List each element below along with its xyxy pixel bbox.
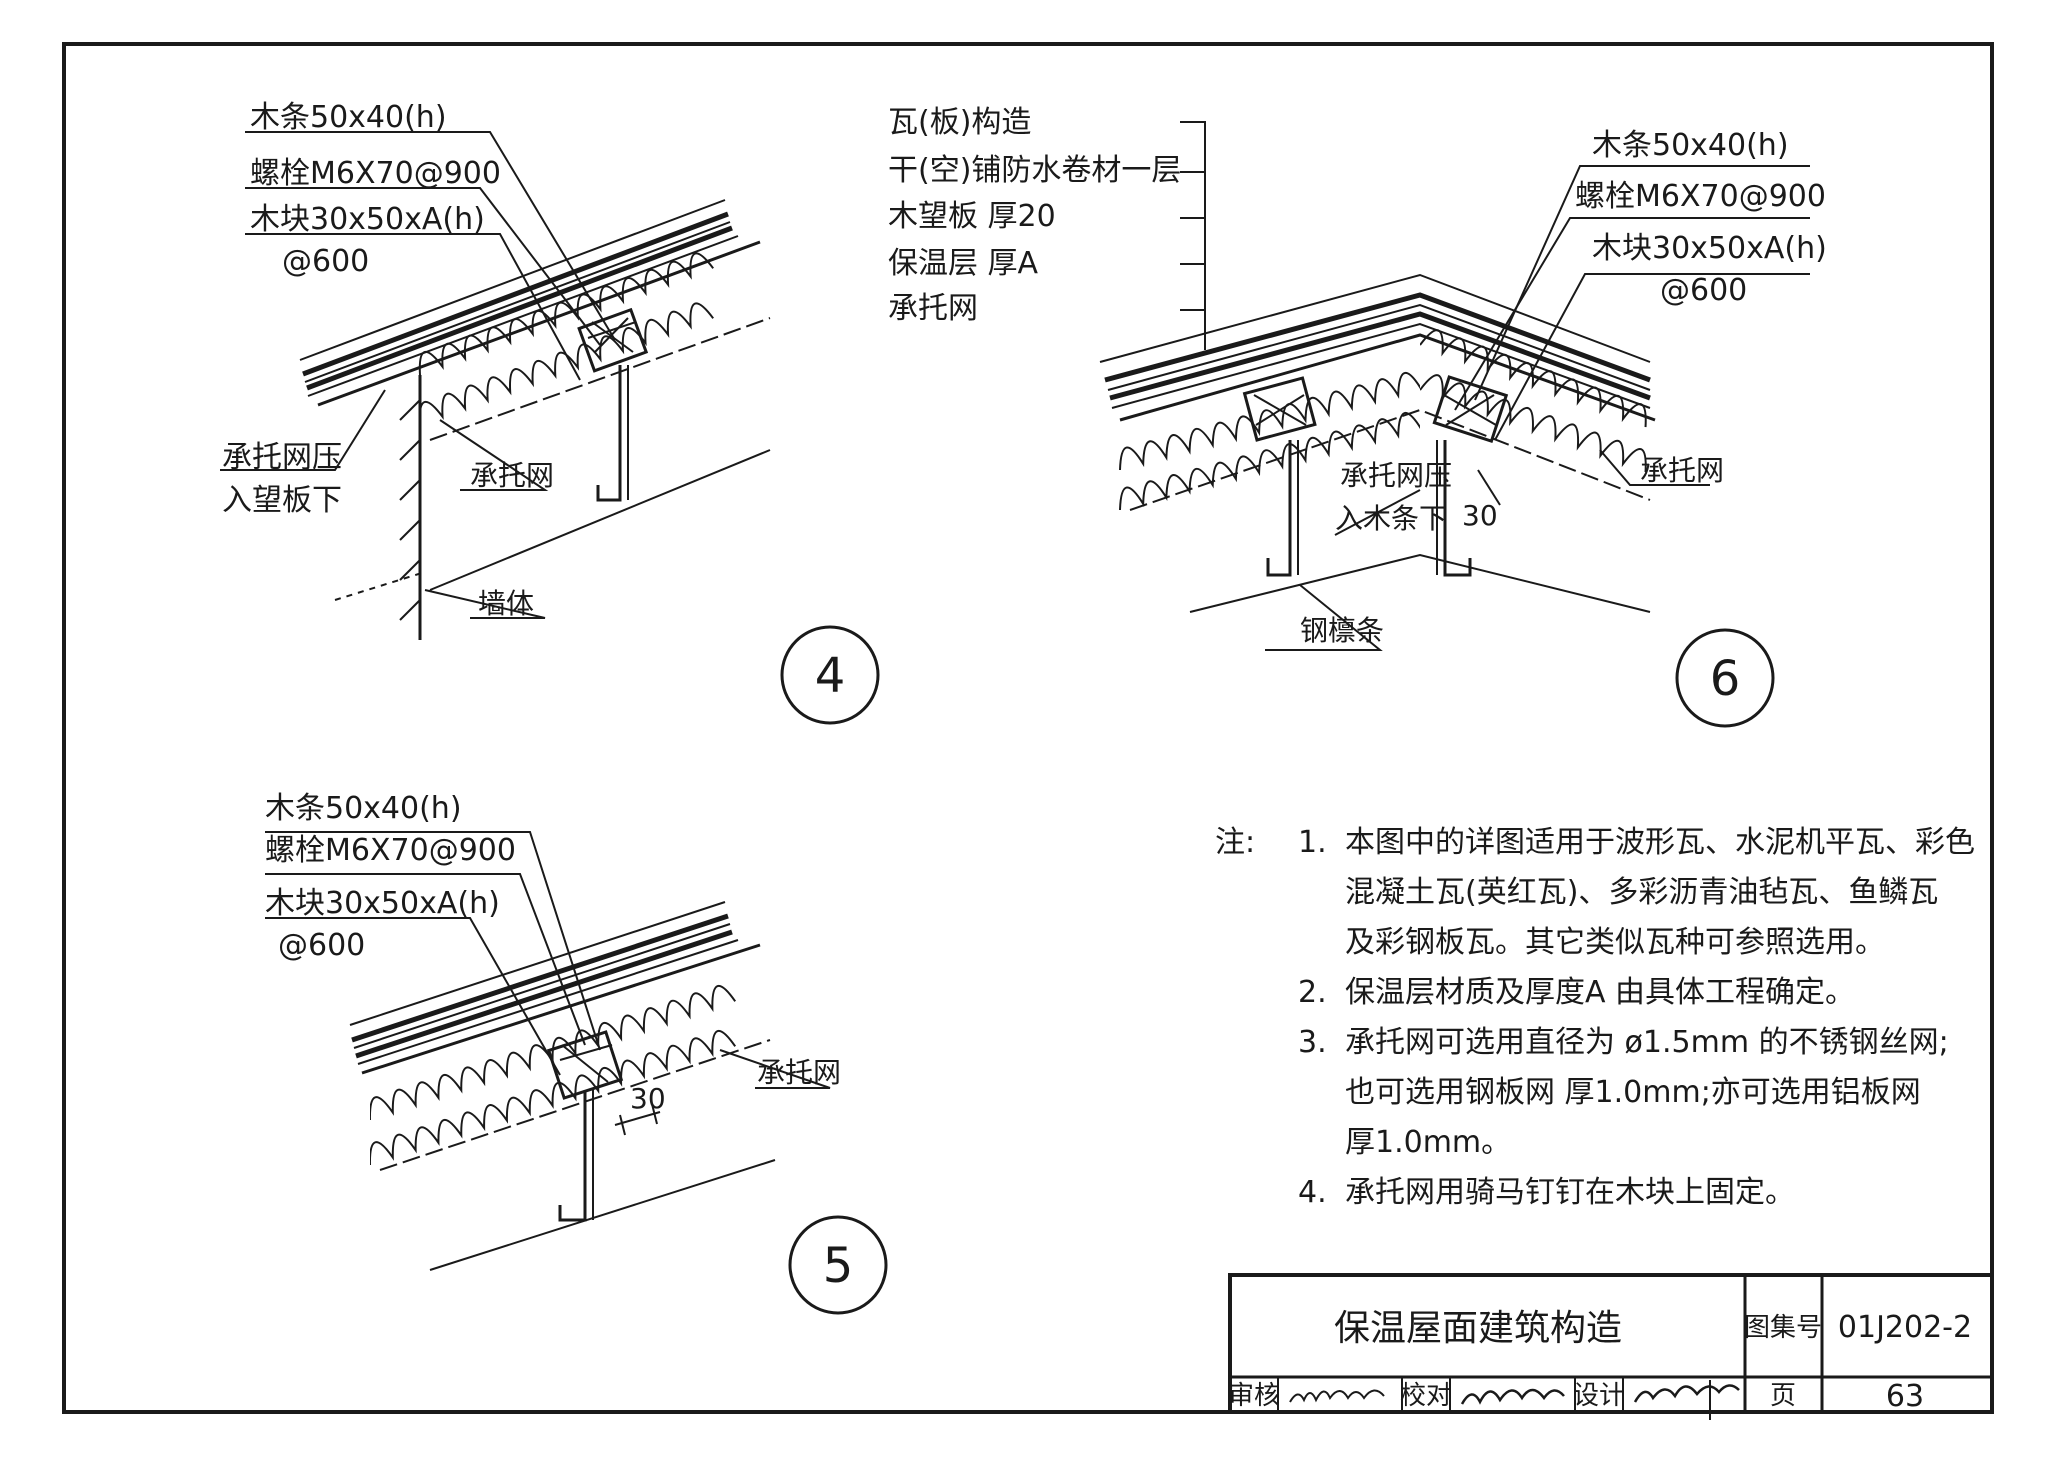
page-label: 页 — [1770, 1381, 1796, 1411]
detail-5-block-label: 木块30x50xA(h) — [265, 886, 500, 921]
detail-6-mesh-under-batten-1: 承托网压 — [1340, 459, 1452, 492]
notes-heading: 注: — [1215, 825, 1255, 860]
detail-4-block-label: 木块30x50xA(h) — [250, 202, 485, 237]
designer-signature — [1633, 1384, 1740, 1403]
detail-4-block-spacing: @600 — [282, 244, 369, 279]
detail-4-mesh-under-board-2: 入望板下 — [222, 483, 342, 518]
sheet-border — [62, 42, 1994, 1414]
atlas-label: 图集号 — [1744, 1313, 1822, 1343]
detail-6-block-label: 木块30x50xA(h) — [1592, 231, 1827, 266]
detail-6-drawing — [1099, 121, 1810, 728]
detail-6-layer-2: 干(空)铺防水卷材一层 — [888, 153, 1181, 188]
reviewer-signature — [1289, 1389, 1385, 1403]
detail-6-marker — [1675, 628, 1775, 728]
check-label: 校对 — [1400, 1381, 1452, 1411]
detail-4-bolt-label: 螺栓M6X70@900 — [250, 156, 501, 191]
detail-5-mesh-label: 承托网 — [757, 1056, 841, 1089]
design-label: 设计 — [1573, 1381, 1625, 1411]
detail-5-dim-30: 30 — [630, 1082, 666, 1115]
detail-6-block-spacing: @600 — [1660, 273, 1747, 308]
notes-list: 1. 本图中的详图适用于波形瓦、水泥机平瓦、彩色 混凝土瓦(英红瓦)、多彩沥青油… — [1298, 825, 1975, 1210]
note-2-line-1: 保温层材质及厚度A 由具体工程确定。 — [1345, 975, 1855, 1010]
title-block — [1228, 1273, 1994, 1420]
note-3-line-1: 承托网可选用直径为 ø1.5mm 的不锈钢丝网; — [1345, 1025, 1949, 1060]
note-3-line-2: 也可选用钢板网 厚1.0mm;亦可选用铝板网 — [1345, 1075, 1921, 1110]
detail-4-wall-label: 墙体 — [478, 587, 534, 620]
detail-4-batten-label: 木条50x40(h) — [250, 100, 447, 135]
detail-5-bolt-label: 螺栓M6X70@900 — [265, 833, 516, 868]
detail-5-number: 5 — [823, 1238, 854, 1294]
note-1-line-2: 混凝土瓦(英红瓦)、多彩沥青油毡瓦、鱼鳞瓦 — [1345, 875, 1938, 910]
detail-6-batten-label: 木条50x40(h) — [1592, 128, 1789, 163]
detail-5-block-spacing: @600 — [278, 928, 365, 963]
note-3-number: 3. — [1298, 1025, 1327, 1060]
review-label: 审核 — [1228, 1381, 1280, 1411]
detail-4-marker — [780, 625, 880, 725]
note-1-line-3: 及彩钢板瓦。其它类似瓦种可参照选用。 — [1345, 925, 1885, 960]
note-4-number: 4. — [1298, 1175, 1327, 1210]
drawing-title: 保温屋面建筑构造 — [1334, 1308, 1622, 1349]
detail-5-marker — [788, 1215, 888, 1315]
detail-4-mesh-label: 承托网 — [470, 459, 554, 492]
detail-4-number: 4 — [815, 648, 846, 704]
detail-6-layer-1: 瓦(板)构造 — [888, 105, 1031, 140]
detail-6-layer-4: 保温层 厚A — [888, 246, 1039, 281]
checker-signature — [1460, 1388, 1565, 1405]
detail-6-number: 6 — [1710, 651, 1741, 707]
detail-4-mesh-under-board-1: 承托网压 — [222, 440, 342, 475]
detail-5-batten-label: 木条50x40(h) — [265, 791, 462, 826]
detail-6-dim-30: 30 — [1462, 499, 1498, 532]
note-4-line-1: 承托网用骑马钉钉在木块上固定。 — [1345, 1175, 1795, 1210]
page-number: 63 — [1886, 1379, 1924, 1414]
atlas-number: 01J202-2 — [1838, 1310, 1972, 1345]
detail-6-layer-5: 承托网 — [888, 291, 978, 326]
detail-6-layer-3: 木望板 厚20 — [888, 199, 1056, 234]
note-3-line-3: 厚1.0mm。 — [1345, 1125, 1511, 1160]
note-1-line-1: 本图中的详图适用于波形瓦、水泥机平瓦、彩色 — [1345, 825, 1975, 860]
detail-6-purlin-label: 钢檩条 — [1300, 614, 1384, 647]
detail-6-bolt-label: 螺栓M6X70@900 — [1575, 179, 1826, 214]
detail-4-drawing — [220, 131, 880, 725]
note-1-number: 1. — [1298, 825, 1327, 860]
detail-5-drawing — [265, 831, 888, 1315]
detail-6-mesh-label: 承托网 — [1640, 454, 1724, 487]
note-2-number: 2. — [1298, 975, 1327, 1010]
detail-6-mesh-under-batten-2: 入木条下 — [1335, 502, 1447, 535]
